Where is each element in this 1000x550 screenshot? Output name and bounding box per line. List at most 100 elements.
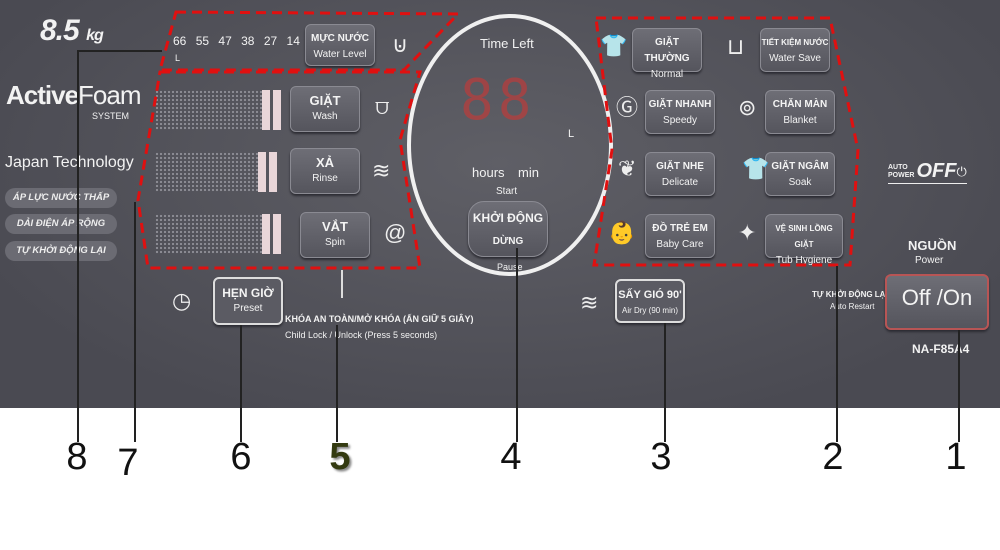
spin-en: Spin <box>324 237 345 248</box>
program-en: Tub Hygiene <box>775 255 833 266</box>
water-level-38: 38 <box>241 34 255 48</box>
callout-8: 8 <box>66 436 88 478</box>
start-pause-button[interactable]: KHỞI ĐỘNG DỪNG <box>468 201 548 257</box>
program-button-tub-hygiene[interactable]: VỆ SINH LỒNG GIẶT Tub Hygiene <box>765 214 843 266</box>
wash-basin-icon: ⩌ <box>375 94 390 119</box>
auto-label: AUTO <box>888 163 908 171</box>
program-en: Water Save <box>769 53 821 64</box>
pause-label: Pause <box>497 262 523 272</box>
preset-en: Preset <box>233 303 263 314</box>
feature-low-pressure: ÁP LỰC NƯỚC THẤP <box>5 188 117 208</box>
water-level-en: Water Level <box>313 49 367 60</box>
display-unit-l: L <box>568 128 575 140</box>
leader-line-6 <box>240 325 242 442</box>
program-vi: CHĂN MÀN <box>772 99 828 110</box>
program-button-water-save[interactable]: TIẾT KIỆM NƯỚC Water Save <box>760 28 830 72</box>
program-button-delicate[interactable]: GIẶT NHẸ Delicate <box>645 152 715 196</box>
pause-vi: DỪNG <box>492 236 524 247</box>
brand-active: Active <box>6 80 79 110</box>
water-level-region <box>158 10 462 72</box>
program-vi: GIẶT NGÂM <box>771 161 829 172</box>
blanket-roll-icon: ⊚ <box>738 95 757 120</box>
rinse-basin-icon: ≋ <box>372 158 391 183</box>
leader-line-3 <box>664 323 666 442</box>
display-ring <box>407 14 613 276</box>
capacity-label: 8.5 kg <box>40 14 104 48</box>
model-number: NA-F85A4 <box>912 342 970 356</box>
program-en: Normal <box>650 69 684 80</box>
leader-line-1 <box>958 330 960 442</box>
spin-indicator-dots <box>155 214 263 254</box>
min-label: min <box>518 165 539 180</box>
process-region <box>136 70 423 270</box>
program-vi: GIẶT NHẸ <box>656 161 704 172</box>
water-level-values: 66 55 47 38 27 14 <box>173 34 300 48</box>
hours-label: hours <box>472 165 505 180</box>
callout-3: 3 <box>650 436 672 478</box>
preset-vi: HẸN GIỜ <box>222 286 274 300</box>
wash-indicator-dots <box>155 90 263 130</box>
callout-2: 2 <box>822 436 844 478</box>
wash-vi: GIẶT <box>309 93 341 108</box>
water-level-14: 14 <box>286 34 300 48</box>
capacity-unit: kg <box>86 27 104 44</box>
power-button[interactable]: Off /On <box>885 274 989 330</box>
brand-logo: ActiveFoam <box>6 80 142 111</box>
air-dry-button[interactable]: SẤY GIÓ 90'Air Dry (90 min) <box>615 279 685 323</box>
water-level-47: 47 <box>218 34 232 48</box>
program-vi: VỆ SINH LỒNG GIẶT <box>775 224 833 249</box>
air-dry-en: Air Dry (90 min) <box>621 306 678 315</box>
leader-line-8-horizontal <box>77 50 162 52</box>
plug-icon: ⏻ <box>956 163 967 179</box>
callout-5: 5 <box>329 436 351 478</box>
program-button-speedy[interactable]: GIẶT NHANH Speedy <box>645 90 715 134</box>
program-vi: ĐỒ TRẺ EM <box>652 223 708 234</box>
water-level-27: 27 <box>263 34 278 48</box>
preset-button[interactable]: HẸN GIỜ Preset <box>213 277 283 325</box>
water-level-66: 66 <box>173 34 187 48</box>
leader-line-7 <box>134 202 136 442</box>
speedy-icon: Ⓖ <box>616 95 639 120</box>
start-vi: KHỞI ĐỘNG <box>472 211 544 225</box>
child-lock-vi: KHÓA AN TOÀN/MỞ KHÓA (ẤN GIỮ 5 GIÂY) <box>285 314 474 324</box>
highlight-regions <box>136 10 860 270</box>
wash-indicator-bars <box>262 90 282 130</box>
feature-auto-restart: TỰ KHỞI ĐỘNG LẠI <box>5 241 117 261</box>
power-en: Power <box>915 255 944 266</box>
water-level-button[interactable]: MỰC NƯỚC Water Level <box>305 24 375 66</box>
spin-spiral-icon: @ <box>384 220 407 245</box>
program-button-blanket[interactable]: CHĂN MÀN Blanket <box>765 90 835 134</box>
air-waves-icon: ≋ <box>580 290 599 315</box>
water-tub-icon: ⊍ <box>392 32 409 57</box>
rinse-button[interactable]: XẢ Rinse <box>290 148 360 194</box>
auto-restart-vi: TỰ KHỞI ĐỘNG LẠI <box>812 290 888 299</box>
time-left-label: Time Left <box>480 36 534 51</box>
soak-shirt-icon: 👕 <box>742 156 770 181</box>
program-en: Delicate <box>661 177 699 188</box>
program-vi: GIẶT NHANH <box>648 99 712 110</box>
rinse-vi: XẢ <box>315 155 335 170</box>
start-label: Start <box>496 186 518 197</box>
rinse-en: Rinse <box>312 173 338 184</box>
baby-clothes-icon: 👶 <box>608 220 636 245</box>
feather-icon: ❦ <box>618 156 637 181</box>
tub-hygiene-icon: ✦ <box>738 220 757 245</box>
leader-line-5 <box>336 325 338 442</box>
callout-1: 1 <box>945 436 967 478</box>
shirt-icon: 👕 <box>600 33 628 58</box>
brand-system: SYSTEM <box>92 111 130 121</box>
off-label: OFF <box>916 160 957 182</box>
program-en: Blanket <box>783 115 817 126</box>
program-vi: TIẾT KIỆM NƯỚC <box>761 38 829 47</box>
feature-wide-voltage: DẢI ĐIỆN ÁP RỘNG <box>5 214 117 234</box>
water-level-vi: MỰC NƯỚC <box>311 33 369 44</box>
leader-line-2 <box>836 266 838 442</box>
child-lock-marker <box>341 270 343 298</box>
rinse-indicator-dots <box>155 152 263 192</box>
program-en: Speedy <box>663 115 697 126</box>
